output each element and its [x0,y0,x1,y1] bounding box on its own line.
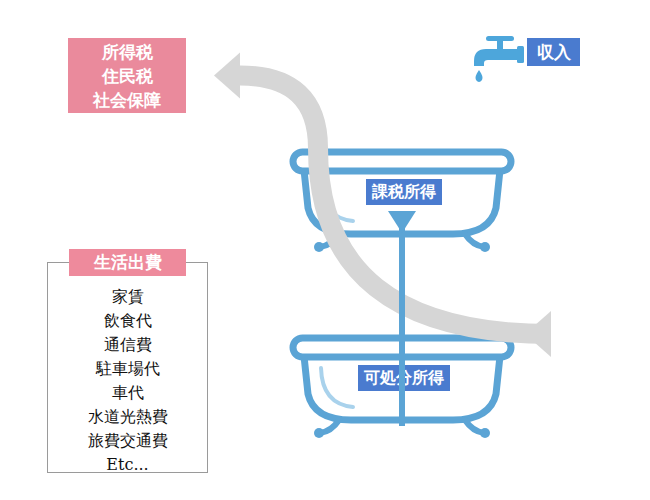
expense-item: 水道光熱費 [48,405,207,429]
flow-arrow [388,211,416,426]
expense-heading: 生活出費 [69,249,186,276]
expense-list: 家賃飲食代通信費駐車場代車代水道光熱費旅費交通費Etc... [48,285,207,477]
bathtub-node: 課税所得 [289,148,515,254]
tub-label: 可処分所得 [358,365,450,391]
tub-label: 課税所得 [366,179,442,205]
expense-box: 生活出費家賃飲食代通信費駐車場代車代水道光熱費旅費交通費Etc... [47,262,208,473]
income-tag: 収入 [527,38,580,66]
curved-arrow [214,53,318,149]
bathtub-node: 可処分所得 [289,334,515,440]
expense-item: 通信費 [48,333,207,357]
expense-item: 家賃 [48,285,207,309]
tax-label: 所得税 住民税 社会保障 [93,40,161,112]
income-label: 収入 [527,38,580,66]
expense-item: 旅費交通費 [48,429,207,453]
tax-box: 所得税 住民税 社会保障 [68,38,186,113]
expense-item: 飲食代 [48,309,207,333]
expense-item: 車代 [48,381,207,405]
expense-item: 駐車場代 [48,357,207,381]
expense-item: Etc... [48,453,207,477]
curved-arrow [318,148,551,357]
